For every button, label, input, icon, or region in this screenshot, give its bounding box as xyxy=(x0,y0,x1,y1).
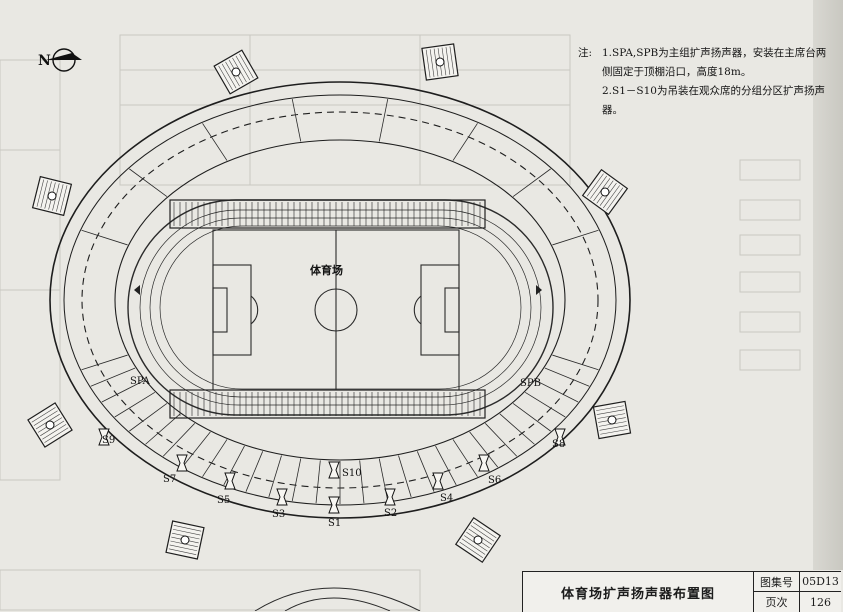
title-block: 体育场扩声扬声器布置图 图集号 05D13 页次 126 xyxy=(522,571,841,612)
notes-prefix: 注: xyxy=(578,47,593,59)
speaker-s4-icon xyxy=(432,472,444,490)
note-2-text: S1－S10为吊装在观众席的分组分区扩声扬声器。 xyxy=(602,85,825,116)
page-label: 页次 xyxy=(754,592,800,612)
running-track xyxy=(127,199,554,416)
north-arrow: N xyxy=(38,48,82,72)
notes-block: 注: 1.SPA,SPB为主组扩声扬声器，安装在主席台两侧固定于顶棚沿口，高度1… xyxy=(578,44,836,120)
speaker-label-s10: S10 xyxy=(342,468,362,479)
grandstand-blocks xyxy=(169,199,486,419)
tower-block xyxy=(454,516,502,564)
perimeter-towers xyxy=(27,43,632,564)
speaker-label-s7: S7 xyxy=(163,474,176,485)
note-1: 注: 1.SPA,SPB为主组扩声扬声器，安装在主席台两侧固定于顶棚沿口，高度1… xyxy=(578,44,836,82)
field-label: 体育场 xyxy=(310,263,343,277)
drawing-title: 体育场扩声扬声器布置图 xyxy=(523,572,754,612)
north-arrow-letter: N xyxy=(38,53,51,69)
speaker-label-s8: S8 xyxy=(552,439,565,450)
stadium-outer-ring xyxy=(49,81,631,519)
speaker-label-s6: S6 xyxy=(488,475,501,486)
speaker-s5-icon xyxy=(224,472,236,490)
page-value: 126 xyxy=(810,595,831,609)
atlas-label: 图集号 xyxy=(754,572,800,592)
speaker-s8-icon xyxy=(554,428,566,446)
tower-block xyxy=(421,43,459,81)
speaker-s2-icon xyxy=(384,488,396,506)
speaker-s6-icon xyxy=(478,454,490,472)
speaker-label-s1: S1 xyxy=(328,518,341,529)
entrance-ramp xyxy=(254,587,421,611)
tower-block xyxy=(31,175,73,217)
title-block-grid: 图集号 05D13 页次 126 xyxy=(754,572,841,612)
speaker-s1-icon xyxy=(328,496,340,514)
note-2-number: 2. xyxy=(602,85,613,97)
speaker-s7-icon xyxy=(176,454,188,472)
speaker-label-spa: SPA xyxy=(130,376,151,387)
note-1-text: SPA,SPB为主组扩声扬声器，安装在主席台两侧固定于顶棚沿口，高度18m。 xyxy=(602,47,827,78)
speaker-label-s5: S5 xyxy=(217,495,230,506)
speaker-label-s2: S2 xyxy=(384,508,397,519)
football-pitch xyxy=(212,229,460,391)
tower-block xyxy=(165,520,205,560)
speaker-s10-icon xyxy=(328,461,340,479)
note-2: 2.S1－S10为吊装在观众席的分组分区扩声扬声器。 xyxy=(578,82,836,120)
speaker-s3-icon xyxy=(276,488,288,506)
atlas-value: 05D13 xyxy=(800,572,841,592)
speaker-s9-icon xyxy=(98,428,110,446)
tower-block xyxy=(581,168,629,216)
speaker-label-s4: S4 xyxy=(440,493,453,504)
note-1-number: 1. xyxy=(602,47,613,59)
background-ghost xyxy=(0,34,801,611)
main-speakers: SPA SPB xyxy=(130,285,542,389)
speaker-spa-icon xyxy=(134,285,140,295)
speaker-label-s9: S9 xyxy=(102,435,115,446)
speaker-label-spb: SPB xyxy=(520,378,541,389)
binding-edge xyxy=(813,0,843,570)
speaker-label-s3: S3 xyxy=(272,509,285,520)
speaker-spb-icon xyxy=(536,285,542,295)
tower-block xyxy=(592,400,632,440)
tower-block xyxy=(27,402,73,448)
tower-block xyxy=(213,49,259,95)
